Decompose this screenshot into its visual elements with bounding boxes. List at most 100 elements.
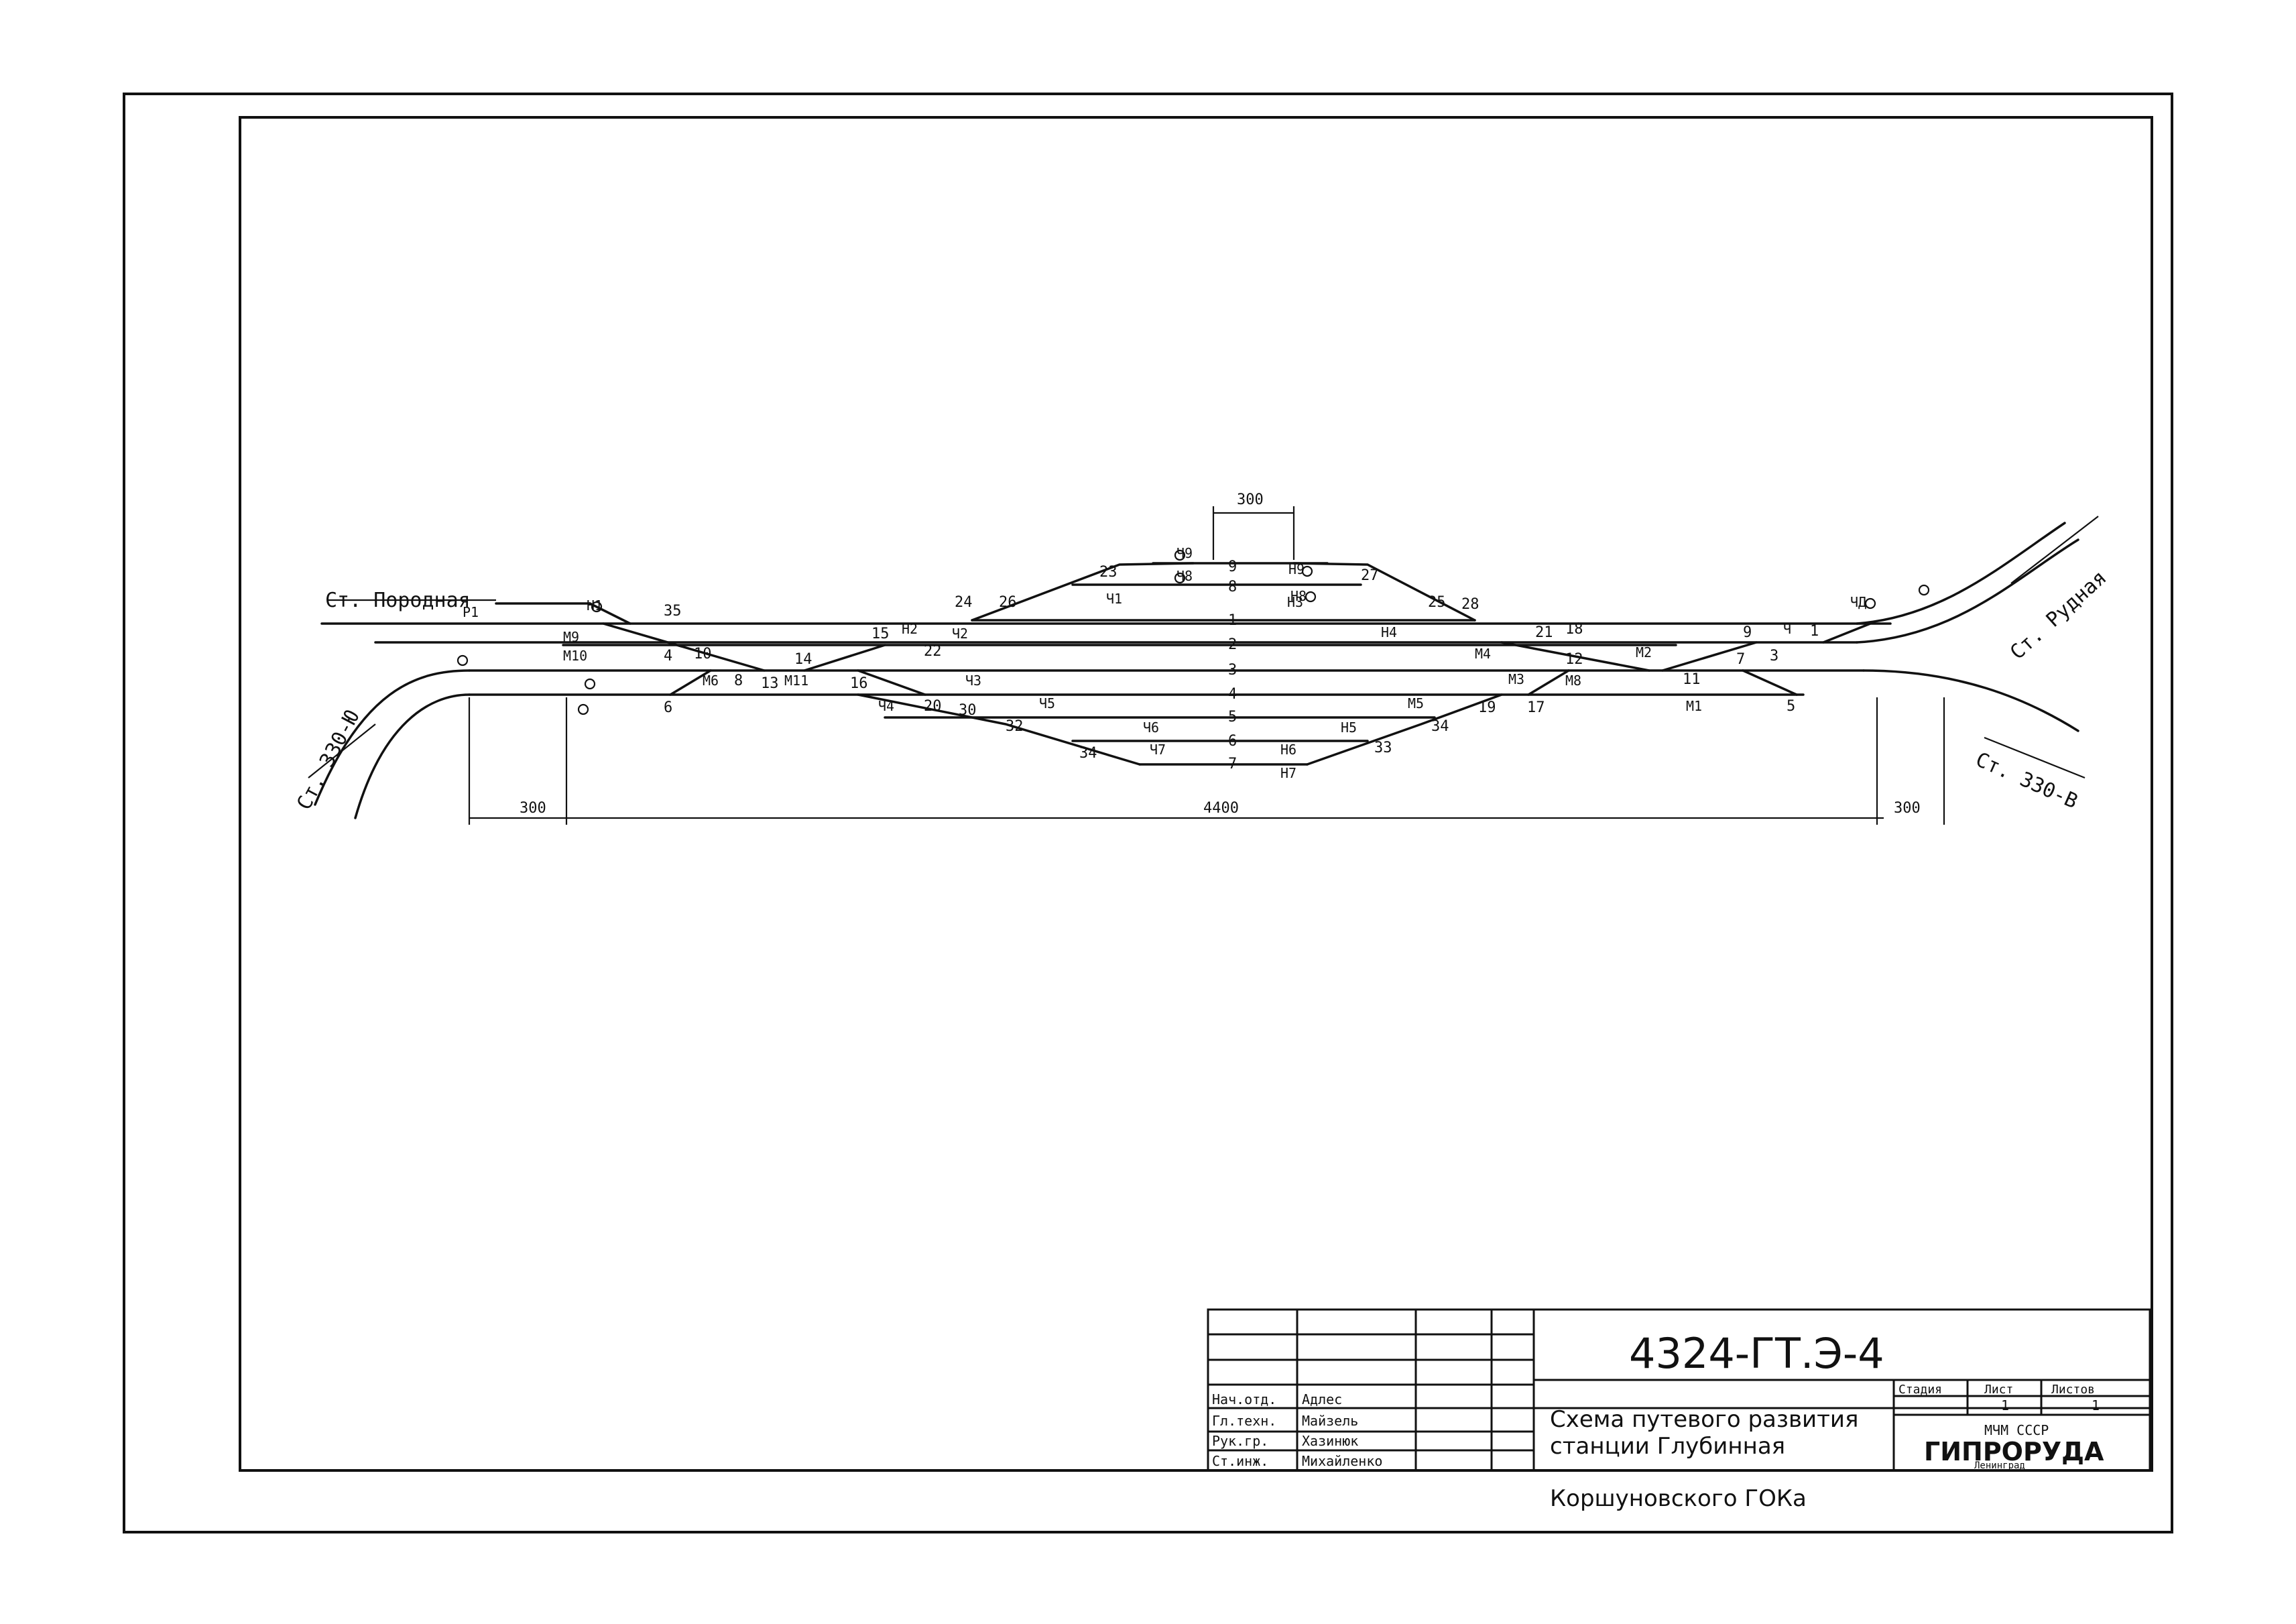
curve-rudnaya-2 — [1856, 538, 2079, 644]
curve-330-east — [1862, 669, 2079, 732]
signal-label-ch5: Ч5 — [1039, 695, 1055, 711]
switch-5: 5 — [1787, 698, 1795, 715]
switch-32: 32 — [1006, 718, 1024, 735]
signal-label-n3: Н3 — [1287, 594, 1303, 610]
curve-330-west-outer — [314, 669, 471, 806]
signal-heads — [457, 549, 1930, 715]
switch-6: 6 — [664, 699, 672, 716]
signal-label-ch8: Ч8 — [1176, 568, 1193, 584]
track-number-4: 4 — [1228, 686, 1237, 703]
ladder-upper-left — [971, 562, 1195, 622]
stage-header: Стадия — [1898, 1383, 1942, 1397]
switch-21: 21 — [1535, 624, 1553, 641]
inner-frame — [239, 116, 2153, 1472]
switch-10: 10 — [694, 646, 712, 662]
switch-28: 28 — [1461, 596, 1479, 613]
ladder-lower-left — [857, 693, 1141, 766]
dimension-lines — [468, 506, 1945, 825]
switch-35: 35 — [664, 603, 682, 620]
curve-rudnaya-1 — [1856, 522, 2066, 625]
signatory-name-3: Хазинюк — [1302, 1433, 1358, 1449]
switch-22: 22 — [924, 643, 942, 660]
sheets-header: Листов — [2051, 1383, 2095, 1397]
signal-label-m11: М11 — [784, 673, 808, 689]
track-number-7: 7 — [1228, 756, 1237, 772]
switch-30: 30 — [959, 702, 977, 719]
switch-16: 16 — [850, 675, 868, 692]
switch-26: 26 — [999, 594, 1017, 611]
signatory-role-3: Рук.гр. — [1212, 1433, 1268, 1449]
org-ministry: МЧМ СССР — [1984, 1422, 2049, 1438]
switch-20: 20 — [924, 698, 942, 715]
dimension-300-right: 300 — [1894, 800, 1921, 817]
signal-label-n4: Н4 — [1381, 624, 1397, 640]
dimension-300-left: 300 — [520, 800, 546, 817]
title-block: 4324-ГТ.Э-4 Схема путевого развития стан… — [1207, 1308, 2151, 1512]
crossover-c — [803, 644, 886, 672]
org-city: Ленинград — [1974, 1460, 2025, 1471]
signal-label-m5: М5 — [1408, 695, 1424, 711]
track-number-6: 6 — [1228, 733, 1237, 750]
dimension-4400: 4400 — [1203, 800, 1239, 817]
track-number-2: 2 — [1228, 636, 1237, 653]
switch-33: 33 — [1374, 740, 1392, 756]
signal-label-n9: Н9 — [1288, 561, 1305, 577]
switch-8: 8 — [734, 673, 743, 689]
crossover-h — [1527, 669, 1570, 696]
signatory-name-4: Михайленко — [1302, 1453, 1382, 1469]
switch-25: 25 — [1428, 594, 1446, 611]
crossover-e — [1500, 641, 1650, 672]
sheet-header: Лист — [1984, 1383, 2013, 1397]
switch-19: 19 — [1478, 699, 1496, 716]
sheets-value: 1 — [2092, 1397, 2100, 1413]
signal-label-ch9: Ч9 — [1176, 545, 1193, 561]
track-number-1: 1 — [1228, 612, 1237, 629]
signal-label-m6: М6 — [703, 673, 719, 689]
ladder-upper-right — [1292, 562, 1476, 622]
sheet-value: 1 — [2001, 1397, 2009, 1413]
switch-31: 34 — [1431, 718, 1449, 735]
signal-label-ch3: Ч3 — [965, 673, 981, 689]
signal-label-n6: Н6 — [1280, 742, 1296, 758]
drawing-title-line2: станции Глубинная — [1550, 1433, 1785, 1460]
signal-label-ch: Ч — [1783, 621, 1791, 637]
signal-label-ch2: Ч2 — [952, 626, 968, 642]
curve-330-west-inner — [354, 693, 471, 819]
switch-7: 7 — [1736, 651, 1745, 668]
station-label-330-west: Ст. 330-Ю — [292, 707, 364, 814]
ladder-lower-right — [1306, 693, 1503, 766]
switch-23: 23 — [1099, 564, 1117, 581]
crossover-g — [1742, 669, 1798, 696]
drawing-labels: Ст. Породная Ст. 330-Ю Ст. Рудная Ст. 33… — [292, 491, 2111, 817]
crossover-f — [1661, 641, 1758, 672]
track-number-8: 8 — [1228, 579, 1237, 595]
signal-label-ch6: Ч6 — [1143, 719, 1159, 736]
signal-label-ch1: Ч1 — [1106, 591, 1122, 607]
track-layout — [308, 506, 2099, 825]
signatory-role-1: Нач.отд. — [1212, 1391, 1276, 1407]
crossover-a — [602, 622, 766, 672]
track-number-9: 9 — [1228, 559, 1237, 575]
switch-24: 24 — [955, 594, 973, 611]
signal-label-n7: Н7 — [1280, 765, 1296, 781]
signal-label-m10: М10 — [563, 648, 587, 664]
signatory-role-2: Гл.техн. — [1212, 1413, 1276, 1429]
signal-label-n5: Н5 — [1341, 719, 1357, 736]
crossover-b — [669, 669, 712, 696]
switch-11: 11 — [1683, 671, 1701, 688]
signal-label-h2: Н2 — [902, 621, 918, 637]
switch-34: 34 — [1079, 745, 1097, 762]
crossover-j — [589, 602, 631, 625]
org-name: ГИПРОРУДА — [1924, 1437, 2104, 1466]
signal-label-m3: М3 — [1508, 671, 1524, 687]
switch-1: 1 — [1810, 623, 1819, 640]
station-label-rudnaya: Ст. Рудная — [2006, 566, 2112, 664]
signal-label-h1: Н1 — [587, 597, 603, 614]
signal-label-ch7: Ч7 — [1150, 742, 1166, 758]
switch-3: 3 — [1770, 648, 1778, 664]
signal-label-chd: ЧД — [1850, 594, 1866, 610]
track-number-5: 5 — [1228, 709, 1237, 726]
signal-label-m9: М9 — [563, 629, 579, 645]
drawing-title-line1: Схема путевого развития — [1550, 1406, 1858, 1433]
